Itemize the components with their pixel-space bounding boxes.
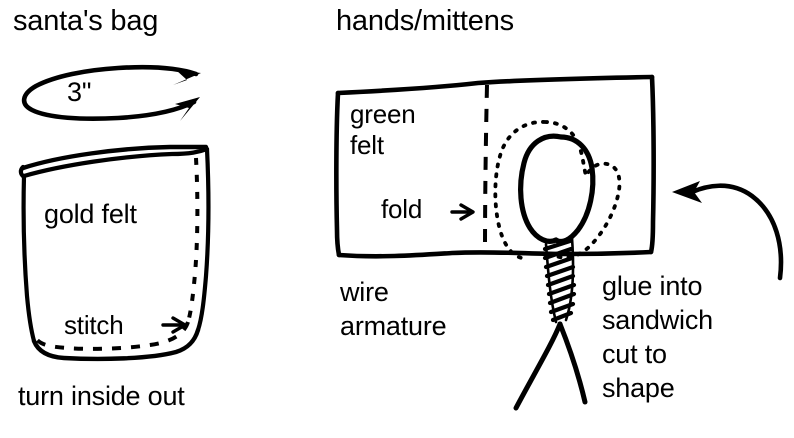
- fold-label: fold: [381, 194, 423, 224]
- armature-label-wire: wire: [340, 277, 389, 307]
- material-label-felt: felt: [350, 130, 384, 160]
- stitch-dash-right: [186, 157, 200, 323]
- curved-pointer-arrow: [672, 181, 784, 281]
- mitten-dotted-outline: [493, 120, 622, 261]
- panel-title-santas-bag: santa's bag: [13, 5, 159, 37]
- stitch-label: stitch: [64, 310, 124, 340]
- instruction-shape: shape: [602, 373, 675, 403]
- stitch-dash-bottom: [32, 321, 190, 351]
- fold-dash-line: [483, 84, 489, 253]
- material-label-green: green: [350, 99, 416, 129]
- wire-armature-legs: [513, 321, 588, 411]
- instruction-sandwich: sandwich: [602, 305, 713, 335]
- twisted-wire-stem: [542, 236, 577, 324]
- stitch-arrow-head: [171, 316, 187, 334]
- felt-rectangle: [334, 74, 656, 259]
- fold-arrow-head: [459, 203, 475, 221]
- arrowhead-upper: [173, 70, 201, 85]
- pointer-arrowhead: [672, 181, 702, 203]
- instruction-glue-into: glue into: [602, 271, 703, 301]
- arrowhead-lower: [175, 97, 200, 121]
- instruction-cut-to: cut to: [602, 339, 667, 369]
- panel-title-hands-mittens: hands/mittens: [336, 5, 514, 37]
- dimension-label-3in: 3": [67, 77, 92, 107]
- circumference-ellipse: [21, 64, 201, 122]
- instruction-turn-inside-out: turn inside out: [18, 381, 185, 411]
- material-label-gold-felt: gold felt: [44, 199, 137, 229]
- bag-outline: [18, 144, 211, 362]
- armature-label-armature: armature: [340, 311, 447, 341]
